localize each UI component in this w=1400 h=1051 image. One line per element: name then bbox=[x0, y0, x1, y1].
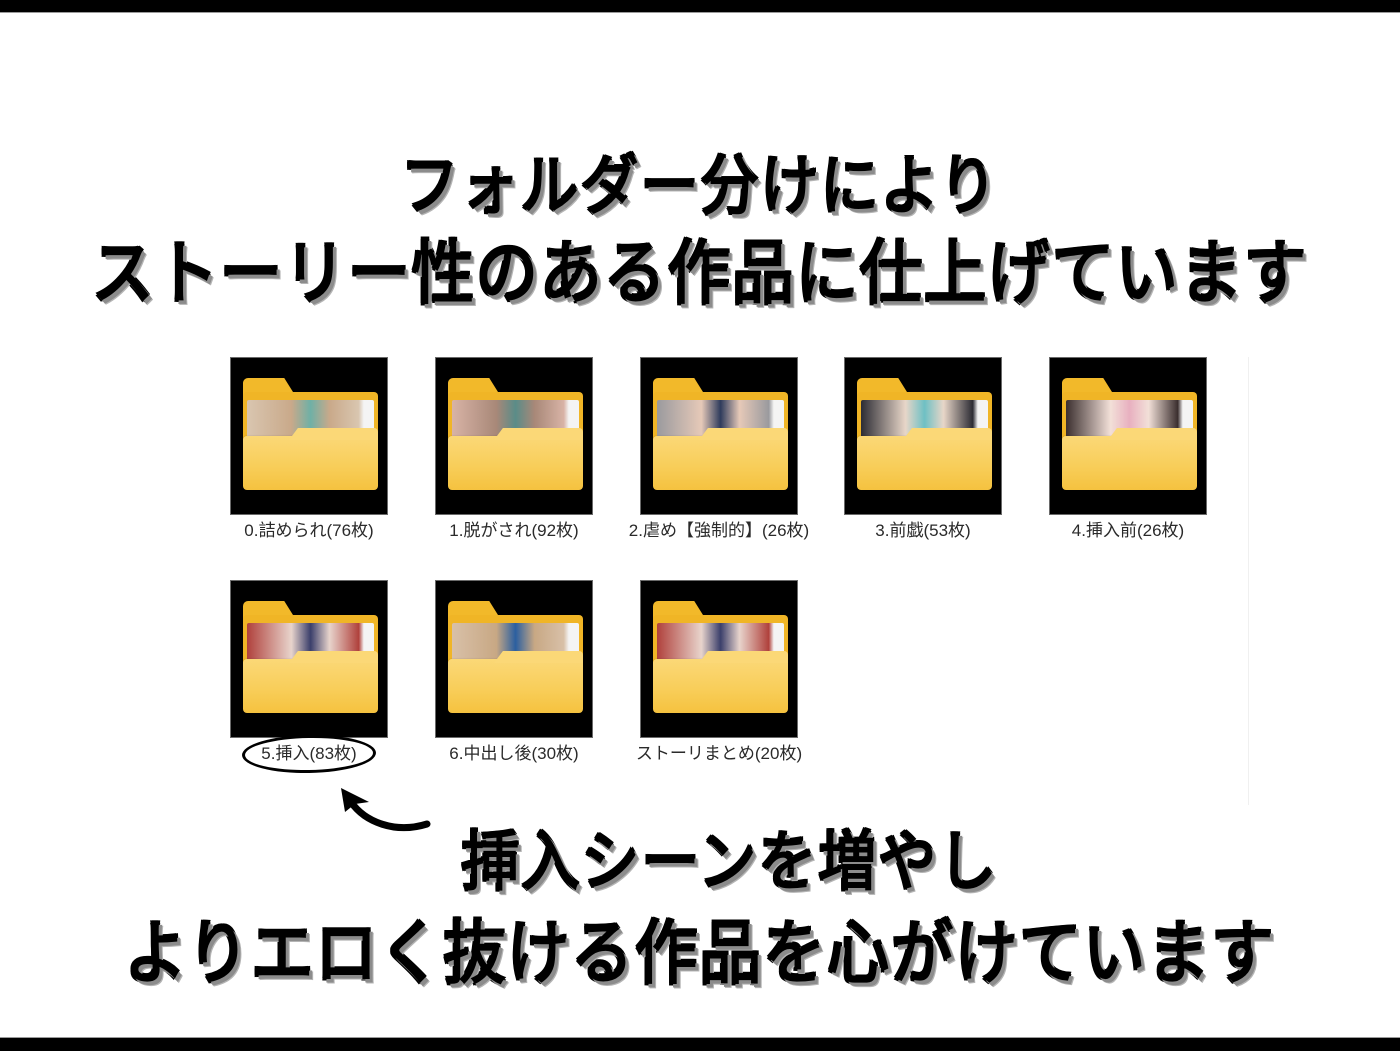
folder-icon bbox=[243, 601, 378, 713]
folder-label[interactable]: 2.虐め【強制的】(26枚) bbox=[628, 521, 810, 540]
bottom-border-bar bbox=[0, 1037, 1400, 1051]
curved-arrow-icon bbox=[341, 788, 431, 831]
folder-thumbnail[interactable] bbox=[230, 357, 388, 515]
headline-bottom-line1: 挿入シーンを増やし bbox=[0, 809, 1400, 903]
folder-icon bbox=[448, 601, 583, 713]
folder-thumbnail[interactable] bbox=[435, 357, 593, 515]
headline-bottom-line1-text: 挿入シーンを増やし bbox=[461, 823, 999, 900]
folder-label[interactable]: 1.脱がされ(92枚) bbox=[449, 521, 579, 540]
folder-thumbnail[interactable] bbox=[1049, 357, 1207, 515]
folder-label[interactable]: 4.挿入前(26枚) bbox=[1071, 521, 1185, 540]
folder-thumbnail[interactable] bbox=[230, 580, 388, 738]
folder-icon bbox=[653, 378, 788, 490]
folder-label[interactable]: 5.挿入(83枚) bbox=[261, 744, 357, 763]
folder-icon bbox=[243, 378, 378, 490]
folder-label[interactable]: 3.前戯(53枚) bbox=[875, 521, 971, 540]
explorer-panel-edge bbox=[1248, 357, 1249, 805]
folder-label[interactable]: ストーリまとめ(20枚) bbox=[635, 744, 803, 763]
headline-top-line2: ストーリー性のある作品に仕上げています bbox=[91, 232, 1308, 315]
folder-icon bbox=[448, 378, 583, 490]
folder-label[interactable]: 6.中出し後(30枚) bbox=[449, 744, 579, 763]
folder-label[interactable]: 0.詰められ(76枚) bbox=[244, 521, 374, 540]
folder-thumbnail[interactable] bbox=[640, 357, 798, 515]
top-border-bar bbox=[0, 0, 1400, 13]
folder-icon bbox=[1062, 378, 1197, 490]
folder-icon bbox=[653, 601, 788, 713]
folder-icon bbox=[857, 378, 992, 490]
folder-thumbnail[interactable] bbox=[435, 580, 593, 738]
folder-thumbnail[interactable] bbox=[640, 580, 798, 738]
folder-thumbnail[interactable] bbox=[844, 357, 1002, 515]
headline-bottom-line2: よりエロく抜ける作品を心がけています bbox=[124, 912, 1276, 995]
headline-top-line1: フォルダー分けにより bbox=[400, 147, 1000, 224]
